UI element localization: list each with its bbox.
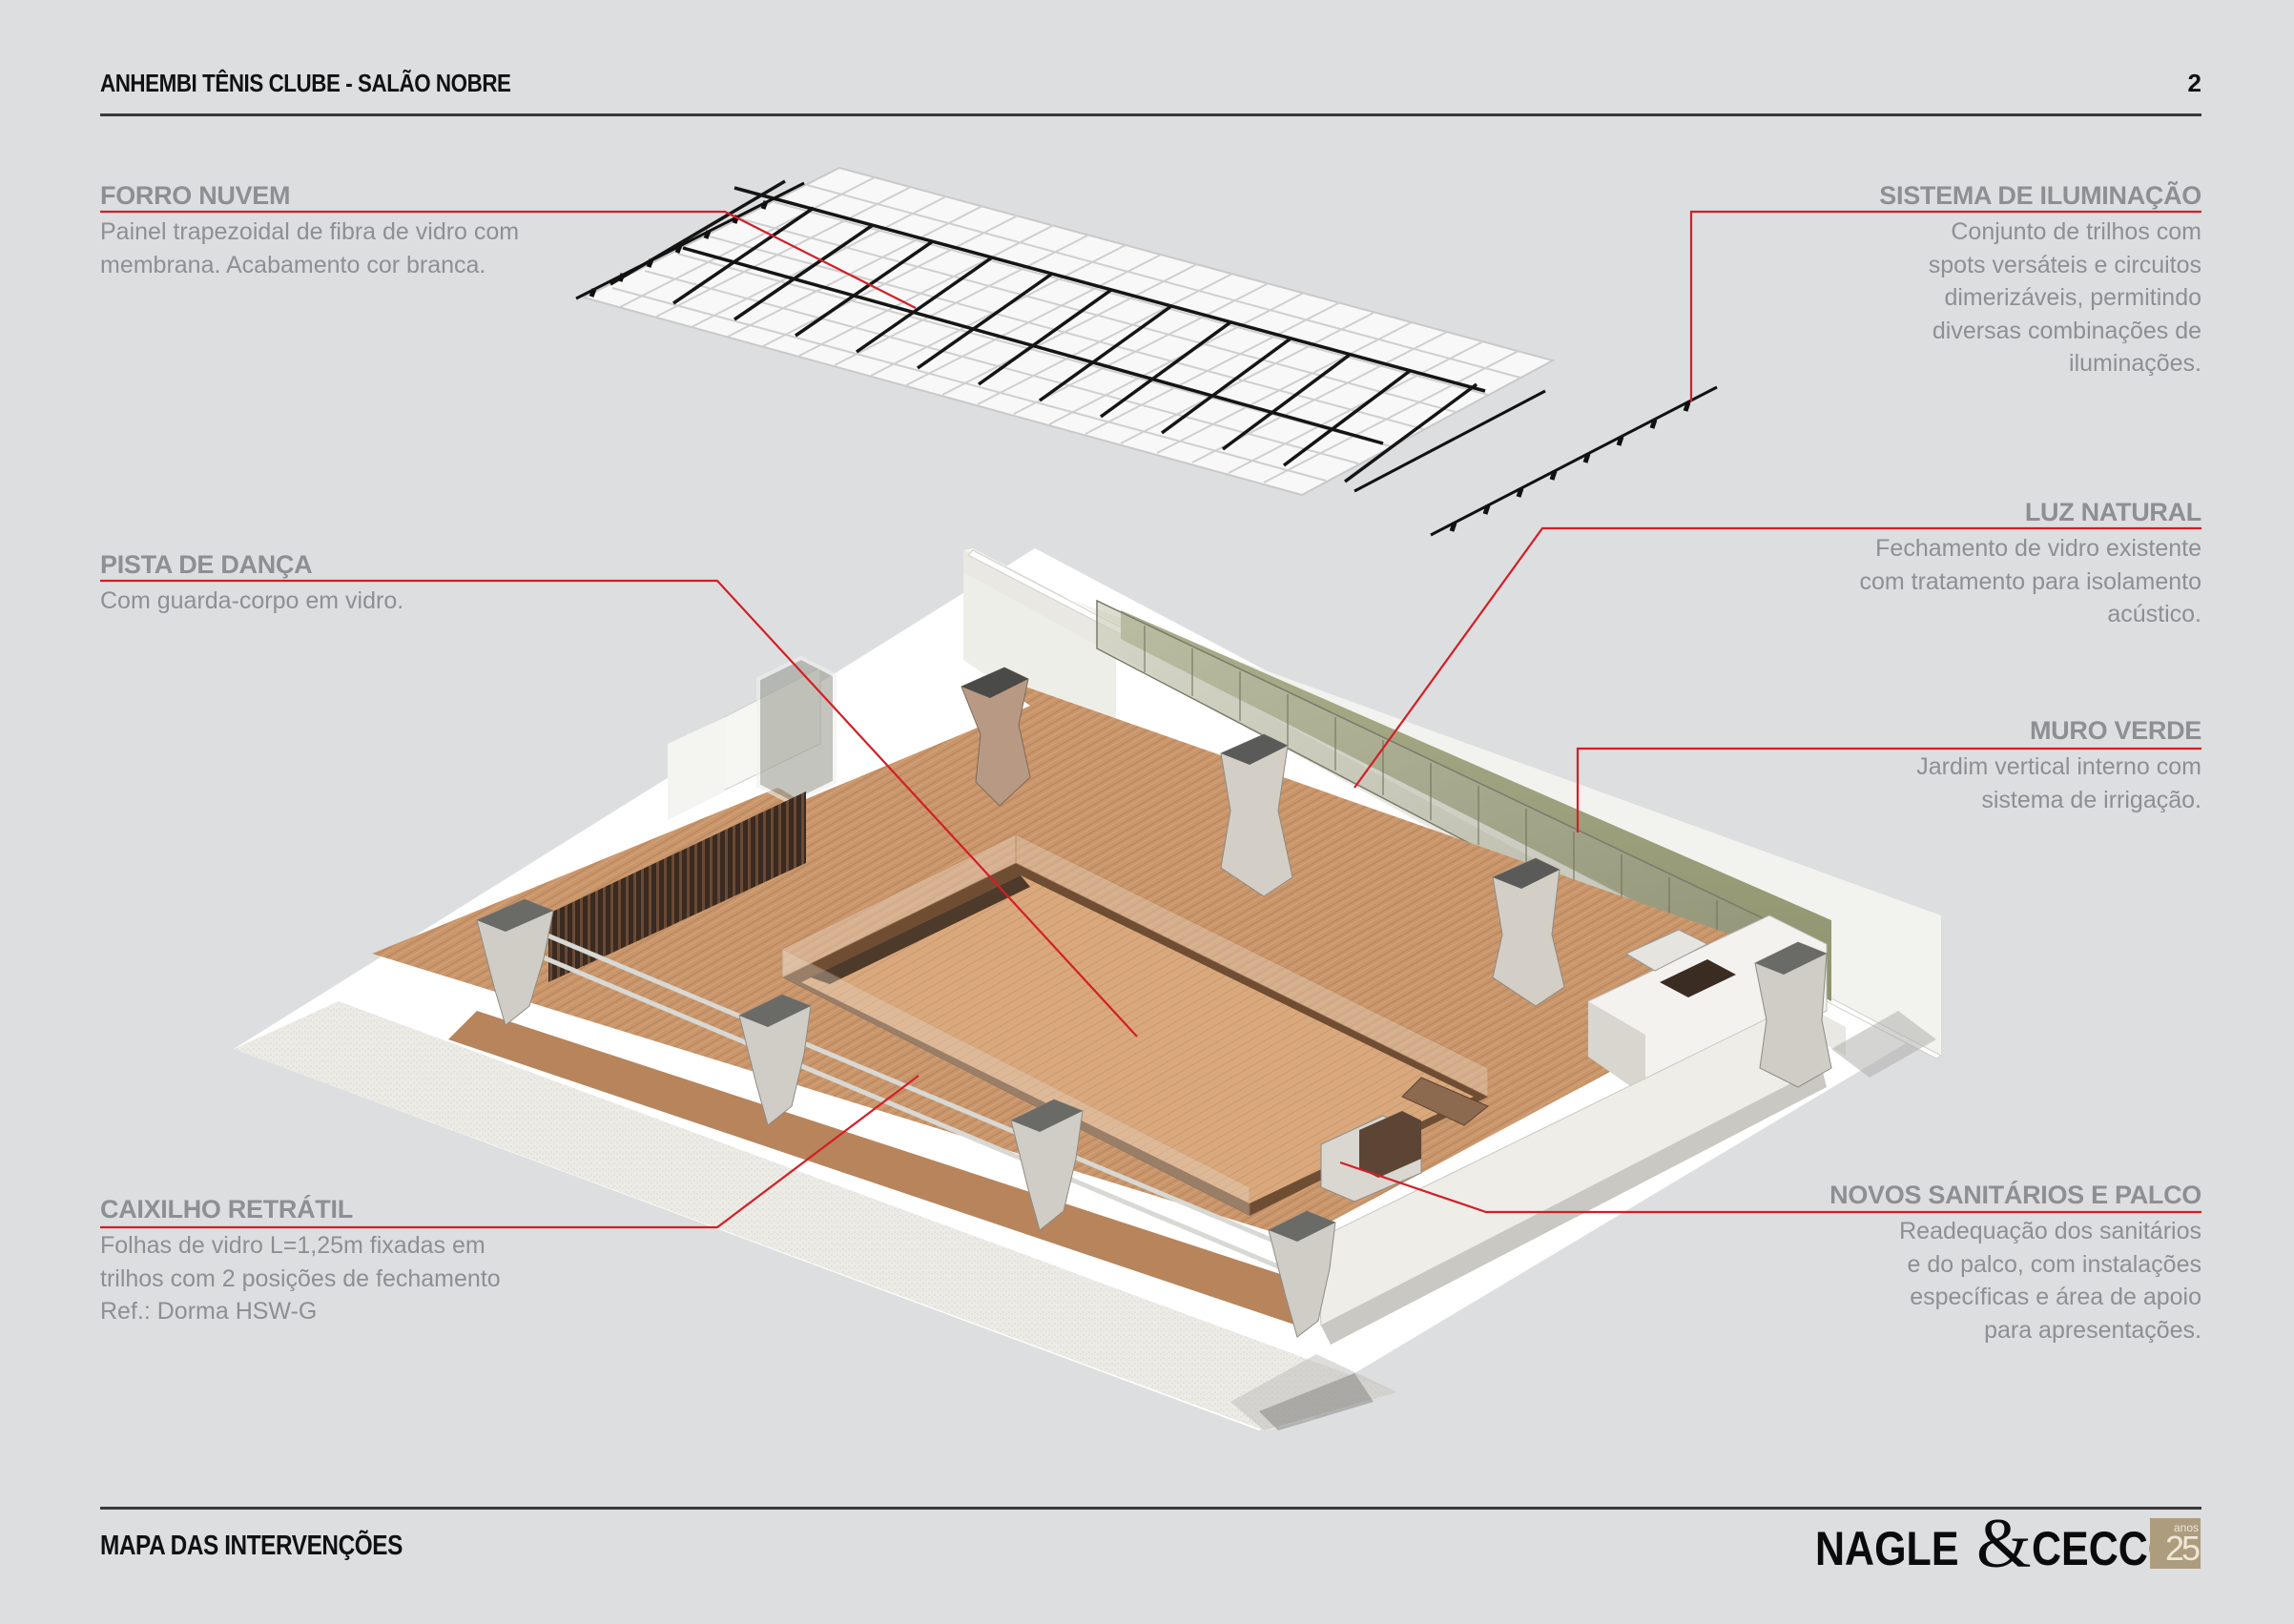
- annotation-description: Jardim vertical interno com sistema de i…: [1916, 753, 2201, 813]
- leader-luz-natural: [1354, 526, 2201, 789]
- ceiling-cloud-panels: [581, 166, 1556, 497]
- leader-sanitarios-palco: [1339, 1161, 2201, 1214]
- lighting-track-right: [1430, 385, 1718, 537]
- annotation-title: MURO VERDE: [2029, 716, 2201, 745]
- annotation-sanitarios-palco: NOVOS SANITÁRIOS E PALCO Readequação dos…: [1829, 1181, 2201, 1346]
- footer-divider: [100, 1507, 2201, 1510]
- footer-title: MAPA DAS INTERVENÇÕES: [100, 1531, 403, 1561]
- annotation-title: NOVOS SANITÁRIOS E PALCO: [1829, 1181, 2201, 1209]
- header-divider: [100, 113, 2201, 116]
- document-title: ANHEMBI TÊNIS CLUBE - SALÃO NOBRE: [100, 69, 511, 97]
- leader-caixilho-retratil: [100, 1075, 920, 1229]
- anniversary-badge: anos 25: [2150, 1518, 2201, 1569]
- annotation-title: CAIXILHO RETRÁTIL: [100, 1195, 353, 1223]
- annotation-title: PISTA DE DANÇA: [100, 550, 313, 579]
- annotation-description: Painel trapezoidal de fibra de vidro com…: [100, 218, 520, 278]
- folded-pillars: [476, 667, 1832, 1338]
- leader-sistema-iluminacao: [1689, 210, 2201, 401]
- annotation-forro-nuvem: FORRO NUVEM Painel trapezoidal de fibra …: [100, 181, 519, 281]
- badge-number: 25: [2164, 1529, 2201, 1568]
- annotation-description: Fechamento de vidro existente com tratam…: [1859, 535, 2201, 627]
- logo-ampersand: &: [1976, 1505, 2032, 1583]
- company-logo: NAGLE & CECCO: [1815, 1505, 2203, 1583]
- annotation-pista-danca: PISTA DE DANÇA Com guarda-corpo em vidro…: [100, 550, 403, 618]
- lighting-track-center: [1354, 389, 1546, 493]
- annotation-description: Folhas de vidro L=1,25m fixadas em trilh…: [100, 1232, 501, 1325]
- annotation-title: LUZ NATURAL: [2024, 498, 2201, 526]
- leader-lines: [100, 210, 2201, 1229]
- leader-pista-danca: [100, 579, 1138, 1038]
- leader-forro-nuvem: [100, 210, 917, 309]
- salon-model: [234, 548, 1943, 1430]
- lighting-track-left: [575, 181, 805, 300]
- annotation-description: Conjunto de trilhos com spots versáteis …: [1928, 218, 2201, 377]
- leader-muro-verde: [1576, 747, 2201, 833]
- annotation-luz-natural: LUZ NATURAL Fechamento de vidro existent…: [1859, 498, 2201, 631]
- annotation-sistema-iluminacao: SISTEMA DE ILUMINAÇÃO Conjunto de trilho…: [1879, 181, 2201, 380]
- annotation-description: Com guarda-corpo em vidro.: [100, 587, 404, 614]
- annotation-title: FORRO NUVEM: [100, 181, 291, 210]
- page-number: 2: [2187, 69, 2201, 97]
- annotation-muro-verde: MURO VERDE Jardim vertical interno com s…: [1916, 716, 2201, 816]
- annotation-caixilho-retratil: CAIXILHO RETRÁTIL Folhas de vidro L=1,25…: [100, 1195, 501, 1328]
- annotation-title: SISTEMA DE ILUMINAÇÃO: [1879, 181, 2201, 210]
- badge-caption: anos: [2173, 1521, 2199, 1534]
- annotation-description: Readequação dos sanitários e do palco, c…: [1899, 1218, 2201, 1344]
- logo-word-left: NAGLE: [1815, 1522, 1959, 1575]
